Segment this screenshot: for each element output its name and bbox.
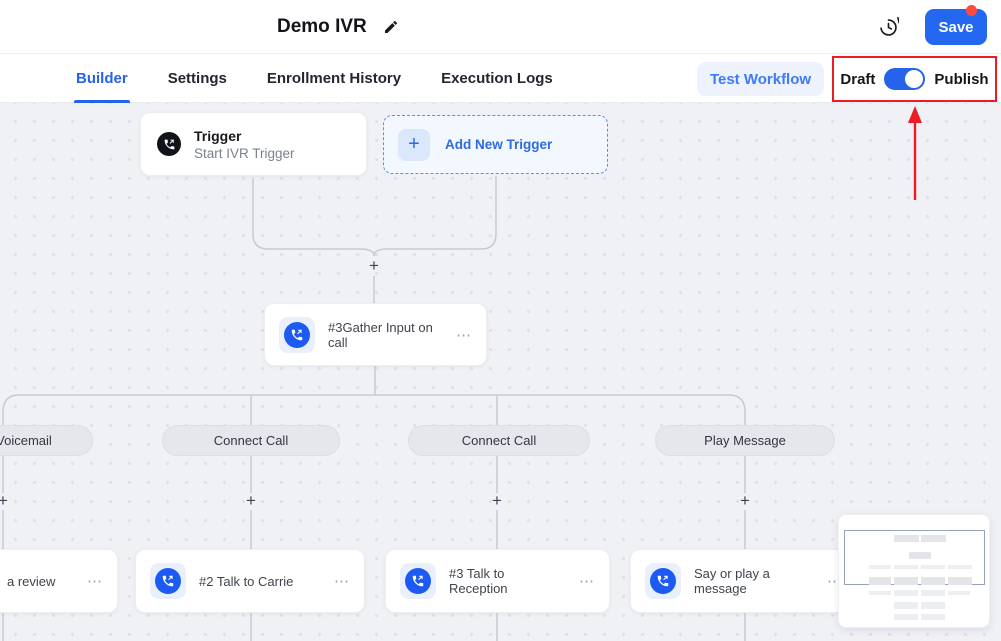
- tab-settings[interactable]: Settings: [167, 70, 227, 87]
- node-menu-icon[interactable]: ⋯: [579, 573, 595, 590]
- call-icon-box: [150, 563, 186, 599]
- add-new-trigger-label: Add New Trigger: [445, 137, 553, 152]
- save-button[interactable]: Save: [925, 9, 987, 45]
- branch-play-message[interactable]: Play Message: [655, 425, 835, 456]
- action-label: #3 Talk to Reception: [449, 566, 508, 596]
- add-step-plus[interactable]: +: [492, 491, 502, 510]
- node-menu-icon[interactable]: ⋯: [87, 573, 103, 590]
- action-card-talk-to-reception[interactable]: #3 Talk to Reception ⋯: [385, 549, 610, 613]
- red-annotation-arrow: [908, 106, 922, 200]
- toggle-knob: [905, 70, 924, 88]
- publish-label: Publish: [934, 70, 989, 88]
- tab-enrollment-history[interactable]: Enrollment History: [266, 70, 402, 87]
- add-new-trigger-button[interactable]: + Add New Trigger: [383, 115, 608, 174]
- add-step-plus[interactable]: +: [246, 491, 256, 510]
- add-step-plus[interactable]: +: [369, 256, 379, 275]
- action-card-review[interactable]: a review ⋯: [0, 549, 118, 613]
- call-icon: [284, 321, 310, 348]
- action-label: a review: [7, 573, 56, 589]
- workflow-canvas[interactable]: Trigger Start IVR Trigger + Add New Trig…: [0, 103, 1001, 641]
- gather-node-label: #3Gather Input on call: [328, 319, 433, 350]
- app-header: Demo IVR Save: [0, 0, 1001, 54]
- draft-label: Draft: [840, 70, 876, 88]
- minimap[interactable]: [838, 514, 990, 628]
- version-history-icon[interactable]: [878, 16, 899, 38]
- add-step-plus[interactable]: +: [0, 491, 8, 510]
- add-step-plus[interactable]: +: [740, 491, 750, 510]
- active-tab-underline: [74, 100, 130, 103]
- node-menu-icon[interactable]: ⋯: [456, 326, 472, 344]
- trigger-subtitle: Start IVR Trigger: [194, 145, 295, 161]
- plus-icon: +: [398, 128, 430, 161]
- gather-input-node[interactable]: #3Gather Input on call ⋯: [264, 303, 487, 366]
- trigger-node[interactable]: Trigger Start IVR Trigger: [140, 112, 367, 176]
- connector-wires: [2, 106, 922, 641]
- call-icon-box: [400, 563, 436, 599]
- action-label: #2 Talk to Carrie: [199, 573, 294, 589]
- node-menu-icon[interactable]: ⋯: [334, 573, 350, 590]
- call-icon: [405, 568, 431, 594]
- tab-execution-logs[interactable]: Execution Logs: [441, 70, 553, 87]
- workflow-tabbar: Builder Settings Enrollment History Exec…: [0, 54, 1001, 103]
- edit-title-icon[interactable]: [383, 19, 399, 35]
- action-label: Say or play a message: [694, 566, 770, 596]
- unsaved-notification-dot: [966, 5, 977, 16]
- page-title: Demo IVR: [277, 16, 367, 37]
- tab-builder[interactable]: Builder: [74, 54, 130, 103]
- branch-connect-call-2[interactable]: Connect Call: [408, 425, 590, 456]
- call-icon: [155, 568, 181, 594]
- trigger-phone-icon: [157, 132, 181, 156]
- call-icon: [650, 568, 676, 594]
- publish-toggle[interactable]: [884, 68, 926, 90]
- publish-annotation-box: Draft Publish: [832, 56, 997, 102]
- test-workflow-button[interactable]: Test Workflow: [697, 62, 824, 96]
- call-icon-box: [645, 563, 681, 599]
- trigger-title: Trigger: [194, 127, 242, 144]
- call-icon-box: [279, 316, 315, 353]
- branch-connect-call-1[interactable]: Connect Call: [162, 425, 340, 456]
- action-card-say-or-play[interactable]: Say or play a message ⋯: [630, 549, 858, 613]
- action-card-talk-to-carrie[interactable]: #2 Talk to Carrie ⋯: [135, 549, 365, 613]
- branch-voicemail[interactable]: Voicemail: [0, 425, 93, 456]
